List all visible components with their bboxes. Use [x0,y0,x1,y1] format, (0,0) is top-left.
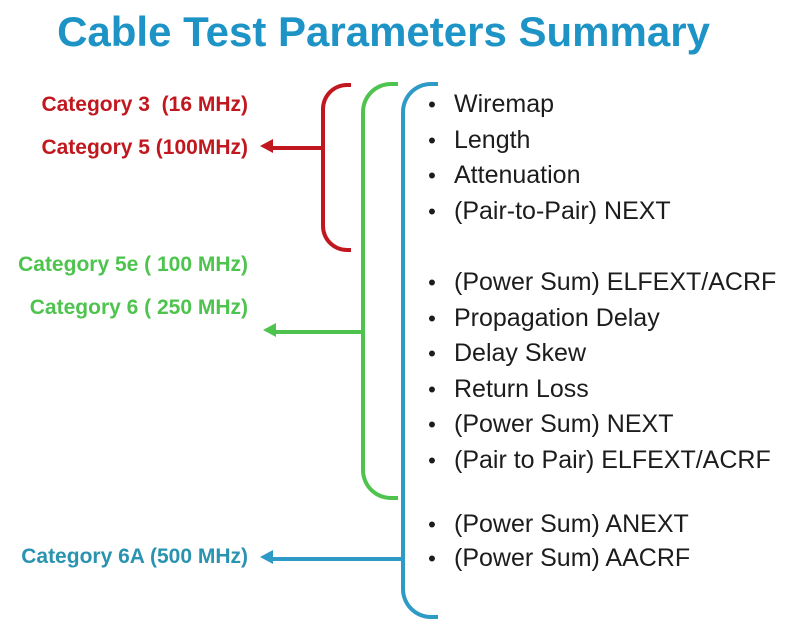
list-item: • Length [422,123,671,159]
list-item-label: (Pair to Pair) ELFEXT/ACRF [454,445,771,474]
arrow-head-icon [260,550,273,564]
bullet-icon: • [428,305,436,331]
list-item: • (Power Sum) ELFEXT/ACRF [422,265,776,301]
list-item-label: (Pair-to-Pair) NEXT [454,196,671,225]
bullet-icon: • [428,512,436,537]
arrow-head-icon [260,139,273,153]
list-item: • Delay Skew [422,336,776,372]
bullet-icon: • [428,127,436,153]
bullet-icon: • [428,412,436,438]
parameter-list-extended: • (Power Sum) ELFEXT/ACRF • Propagation De… [422,265,776,479]
list-item-label: (Power Sum) AACRF [454,543,691,572]
bullet-icon: • [428,545,436,571]
list-item: • Return Loss [422,372,776,408]
bullet-icon: • [428,376,436,402]
category-6a-label: Category 6A (500 MHz) [21,545,248,568]
list-item: • (Pair-to-Pair) NEXT [422,194,671,230]
category-3-label: Category 3 (16 MHz) [41,93,248,116]
category-5-label: Category 5 (100MHz) [41,136,248,159]
list-item: • Attenuation [422,158,671,194]
arrow-head-icon [263,323,276,337]
parameter-list-alien-crosstalk: • (Power Sum) ANEXT • (Power Sum) AACRF [422,508,690,575]
cat3-cat5-brace [321,83,351,252]
list-item: • (Pair to Pair) ELFEXT/ACRF [422,443,776,479]
category-5e-label: Category 5e ( 100 MHz) [18,253,248,276]
bullet-icon: • [428,92,436,117]
bullet-icon: • [428,270,436,295]
list-item: • Wiremap [422,87,671,123]
list-item: • (Power Sum) AACRF [422,542,690,576]
bullet-icon: • [428,447,436,473]
arrow-shaft [272,146,323,150]
list-item-label: Propagation Delay [454,303,660,332]
list-item: • Propagation Delay [422,301,776,337]
page-title: Cable Test Parameters Summary [57,8,710,55]
list-item-label: (Power Sum) ANEXT [454,510,689,538]
cat6a-brace [401,82,438,619]
list-item-label: (Power Sum) NEXT [454,410,674,439]
bullet-icon: • [428,163,436,189]
list-item-label: Delay Skew [454,339,586,368]
list-item: • (Power Sum) NEXT [422,407,776,443]
category-6-label: Category 6 ( 250 MHz) [29,296,248,319]
list-item-label: Return Loss [454,374,589,403]
list-item-label: Wiremap [454,90,555,118]
list-item: • (Power Sum) ANEXT [422,508,690,542]
list-item-label: Length [454,125,531,154]
bullet-icon: • [428,341,436,367]
bullet-icon: • [428,198,436,224]
list-item-label: (Power Sum) ELFEXT/ACRF [454,268,777,296]
arrow-shaft [272,557,403,561]
arrow-shaft [275,330,363,334]
cat5e-cat6-brace [361,82,398,500]
parameter-list-basic: • Wiremap • Length • Attenuation • (Pair-to-… [422,87,671,229]
list-item-label: Attenuation [454,161,581,190]
